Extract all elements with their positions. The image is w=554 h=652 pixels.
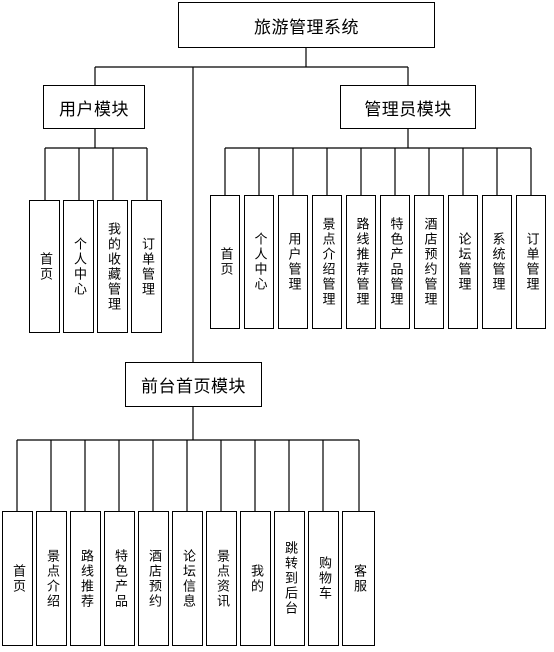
- admin-child-label: 个人中心: [251, 232, 267, 292]
- admin-child-node: 首页: [210, 195, 240, 329]
- front-child-node: 景点资讯: [206, 511, 237, 646]
- front-child-node: 酒店预约: [138, 511, 169, 646]
- front-child-label: 景点资讯: [214, 548, 229, 609]
- admin-child-label: 首页: [217, 247, 233, 277]
- front-child-label: 购物车: [316, 556, 331, 601]
- admin-child-label: 用户管理: [285, 232, 301, 292]
- admin-child-label: 酒店预约管理: [421, 217, 437, 307]
- admin-child-label: 论坛管理: [455, 232, 471, 292]
- front-child-label: 我的: [248, 563, 263, 594]
- admin-child-node: 论坛管理: [448, 195, 478, 329]
- root-node: 旅游管理系统: [178, 2, 435, 48]
- front-child-node: 我的: [240, 511, 271, 646]
- front-child-label: 客服: [351, 563, 366, 594]
- admin-child-node: 景点介绍管理: [312, 195, 342, 329]
- front-child-node: 购物车: [308, 511, 339, 646]
- front-child-label: 跳转到后台: [282, 541, 297, 616]
- front-child-label: 路线推荐: [78, 548, 93, 609]
- front-child-label: 酒店预约: [146, 548, 161, 609]
- admin-module-label: 管理员模块: [364, 99, 452, 120]
- admin-child-label: 系统管理: [489, 232, 505, 292]
- front-child-label: 特色产品: [112, 548, 127, 609]
- user-module-label: 用户模块: [59, 99, 129, 120]
- user-child-node: 个人中心: [63, 200, 94, 333]
- front-child-label: 论坛信息: [180, 548, 195, 609]
- front-child-label: 首页: [10, 563, 25, 594]
- user-child-label: 首页: [37, 251, 52, 282]
- user-module-node: 用户模块: [43, 85, 145, 129]
- root-label: 旅游管理系统: [254, 17, 359, 38]
- admin-child-label: 路线推荐管理: [353, 217, 369, 307]
- user-child-node: 订单管理: [131, 200, 162, 333]
- user-child-node: 我的收藏管理: [97, 200, 128, 333]
- admin-child-node: 用户管理: [278, 195, 308, 329]
- front-child-label: 景点介绍: [44, 548, 59, 609]
- admin-child-node: 特色产品管理: [380, 195, 410, 329]
- admin-child-label: 订单管理: [523, 232, 539, 292]
- admin-child-node: 系统管理: [482, 195, 512, 329]
- user-child-label: 我的收藏管理: [105, 221, 120, 312]
- front-child-node: 跳转到后台: [274, 511, 305, 646]
- admin-child-node: 酒店预约管理: [414, 195, 444, 329]
- admin-child-node: 路线推荐管理: [346, 195, 376, 329]
- admin-child-label: 景点介绍管理: [319, 217, 335, 307]
- admin-module-node: 管理员模块: [340, 85, 476, 129]
- admin-child-label: 特色产品管理: [387, 217, 403, 307]
- user-child-node: 首页: [29, 200, 60, 333]
- admin-child-node: 订单管理: [516, 195, 546, 329]
- front-child-node: 客服: [342, 511, 375, 646]
- admin-child-node: 个人中心: [244, 195, 274, 329]
- front-module-label: 前台首页模块: [141, 377, 246, 397]
- front-child-node: 首页: [2, 511, 33, 646]
- front-child-node: 特色产品: [104, 511, 135, 646]
- user-child-label: 订单管理: [139, 236, 154, 297]
- front-child-node: 论坛信息: [172, 511, 203, 646]
- front-child-node: 景点介绍: [36, 511, 67, 646]
- user-child-label: 个人中心: [71, 236, 86, 297]
- front-child-node: 路线推荐: [70, 511, 101, 646]
- front-module-node: 前台首页模块: [125, 362, 262, 407]
